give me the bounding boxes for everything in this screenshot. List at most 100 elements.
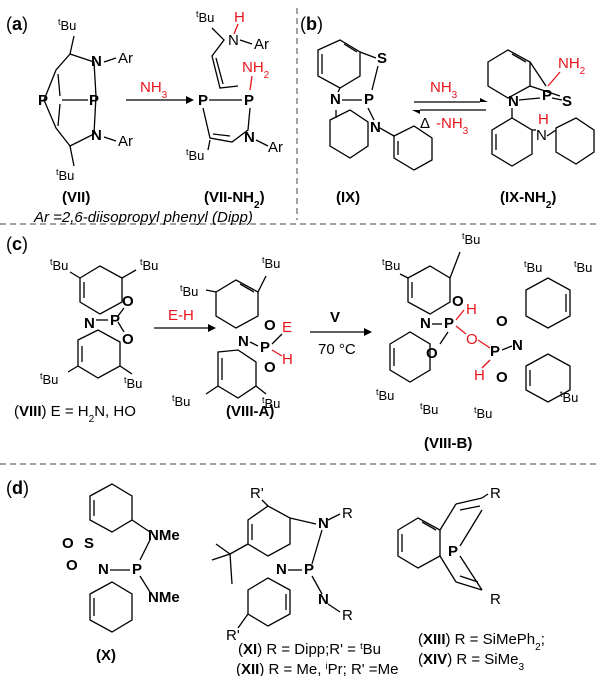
atom-n6: N [370,119,381,136]
panel-label-a: (a) [6,14,28,34]
atom-o7: O [496,313,508,330]
compound-VIII-B-structure: tBu tBu O N P H O O tBu tBu P N O O H tB… [376,231,592,421]
atom-o5: O [452,293,464,310]
label-VIII-B: (VIII-B) [424,435,472,452]
atom-o1: O [122,293,134,310]
atom-p8: P [260,339,270,356]
atom-o8: O [496,369,508,386]
atom-h-red-c3: H [474,367,485,384]
atom-n15: N [276,561,287,578]
atom-s1: S [377,50,387,67]
atom-e-red: E [282,319,292,336]
atom-p2: P [89,92,99,109]
atom-p1: P [38,92,48,109]
ar-definition-note: Ar =2,6-diisopropyl phenyl (Dipp) [33,209,253,226]
atom-s3: S [84,535,94,552]
reagent-b-reverse: -NH3 [436,115,469,137]
panel-label-b: (b) [300,14,323,34]
atom-n1: N [91,53,102,70]
atom-r3: R [490,485,501,502]
atom-o-red-bridge: O [466,331,478,348]
reagent-b-forward: NH3 [430,79,458,101]
atom-tbu-c7: tBu [172,393,190,409]
atom-tbu-2: tBu [56,167,74,183]
atom-tbu-c11: tBu [376,387,394,403]
atom-p12: P [304,561,314,578]
atom-nh2-red: NH2 [242,59,270,81]
compound-VIII-structure: tBu tBu O N P O tBu tBu [40,257,158,391]
atom-h-red-c: H [282,351,293,368]
atom-o3: O [264,317,276,334]
label-X: (X) [96,647,116,664]
atom-p10: P [490,343,500,360]
atom-h-red-c2: H [466,301,477,318]
atom-n8: N [536,127,547,144]
atom-tbu-c14: tBu [574,259,592,275]
atom-tbu-c10: tBu [382,257,400,273]
atom-tbu-c2: tBu [140,257,158,273]
atom-tbu-c6: tBu [180,283,198,299]
atom-r4: R [490,591,501,608]
atom-r2: R [342,607,353,624]
reagent-a: NH3 [140,79,168,101]
atom-rprime2: R' [226,627,240,644]
atom-h-red: H [234,9,245,26]
atom-o6: O [426,345,438,362]
label-XII: (XII) R = Me, iPr; R' =Me [236,661,398,676]
atom-p5: P [364,91,374,108]
atom-ar2: Ar [118,133,133,150]
atom-nme2: NMe [148,589,180,606]
atom-tbu: tBu [58,17,76,33]
atom-r1: R [342,505,353,522]
atom-nme1: NMe [148,527,180,544]
label-XI: (XI) R = Dipp;R' = tBu [238,641,381,658]
atom-n5: N [330,91,341,108]
atom-n7: N [508,93,519,110]
label-XIV: (XIV) R = SiMe3 [418,651,524,673]
atom-n3: N [228,32,239,49]
label-VII-NH2: (VII-NH2) [204,189,265,211]
atom-n4: N [244,129,255,146]
atom-ar1: Ar [118,50,133,67]
atom-p6: P [542,87,552,104]
compound-IX-NH2-structure: NH2 P S N H N [487,49,595,167]
reagent-c-temp: 70 °C [318,341,356,358]
atom-o4: O [264,359,276,376]
atom-n11: N [420,315,431,332]
atom-n16: N [318,591,329,608]
atom-tbu-c3: tBu [40,371,58,387]
atom-tbu-4: tBu [186,147,204,163]
atom-nh2-red-b: NH2 [558,55,586,77]
atom-tbu-c4: tBu [124,375,142,391]
label-VII: (VII) [62,189,90,206]
atom-tbu-c1: tBu [50,257,68,273]
label-XIII: (XIII) R = SiMePh2; [418,631,545,653]
atom-ar4: Ar [268,139,283,156]
atom-rprime1: R' [250,485,264,502]
atom-tbu-c9: tBu [462,231,480,247]
atom-tbu-c12: tBu [420,401,438,417]
reagent-c-second: V [330,309,340,326]
panel-label-d: (d) [6,478,29,498]
compound-VIII-A-structure: tBu tBu O N P E H O tBu tBu [172,255,293,411]
atom-tbu-c5: tBu [262,255,280,271]
compound-IX-structure: S P N N [317,39,433,171]
compound-XI-structure: R' N R N P N R R' [211,485,353,644]
label-VIII: (VIII) E = H2N, HO [14,403,136,425]
atom-n9: N [84,315,95,332]
atom-o2: O [122,331,134,348]
compound-VII-structure: tBu P P N N Ar Ar tBu [38,17,133,183]
atom-s2: S [562,93,572,110]
atom-h-red-b: H [538,111,549,128]
reagent-c-first: E-H [168,307,194,324]
label-IX-NH2: (IX-NH2) [500,189,556,211]
panel-label-c: (c) [6,234,28,254]
atom-n12: N [512,337,523,354]
atom-tbu-3: tBu [196,9,214,25]
atom-o9: O [62,535,74,552]
atom-p13: P [448,543,458,560]
atom-n10: N [238,333,249,350]
atom-ar3: Ar [254,36,269,53]
label-VIII-A: (VIII-A) [226,403,274,420]
